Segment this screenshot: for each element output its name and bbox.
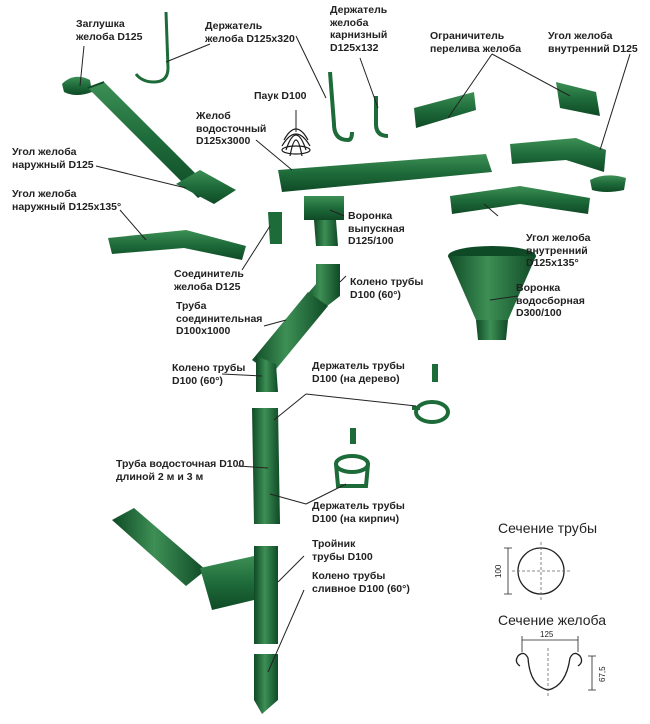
label-hanger-fascia: Держатель желоба карнизный D125x132	[330, 4, 388, 54]
product-end-cap	[62, 76, 92, 95]
gutter-width-dim: 125	[540, 630, 554, 639]
label-outer-corner-90: Угол желоба наружный D125	[12, 146, 94, 171]
label-connector: Соединитель желоба D125	[174, 268, 244, 293]
pipe-section-dim: 100	[494, 564, 503, 578]
product-outer-corner-135	[108, 230, 246, 260]
label-hanger-long: Держатель желоба D125x320	[205, 20, 295, 45]
product-drain-elbow	[254, 654, 278, 714]
product-inner-corner-135	[450, 186, 590, 214]
product-downpipe	[252, 408, 280, 524]
product-gutter-main	[278, 154, 492, 192]
product-connector	[268, 212, 282, 244]
product-tee	[200, 546, 278, 644]
gutter-height-dim: 67,5	[598, 666, 607, 682]
product-inner-corner-right	[510, 138, 606, 172]
label-elbow-mid: Колено трубы D100 (60°)	[172, 362, 246, 387]
product-wood-holder	[412, 364, 450, 424]
label-end-cap: Заглушка желоба D125	[76, 18, 143, 43]
label-overflow-stop: Ограничитель перелива желоба	[430, 30, 522, 55]
product-side-pipe	[112, 508, 206, 586]
product-gutter-diagonal	[87, 81, 212, 198]
product-hanger-long	[134, 11, 170, 84]
label-inner-corner-90: Угол желоба внутренний D125	[548, 30, 638, 55]
product-hanger-fascia-2	[374, 96, 389, 138]
product-brick-holder	[334, 428, 370, 488]
product-end-cap-right	[590, 175, 626, 192]
label-outlet: Воронка выпускная D125/100	[348, 210, 405, 247]
label-gutter: Желоб водосточный D125x3000	[196, 110, 267, 147]
label-outer-corner-135: Угол желоба наружный D125x135°	[12, 188, 122, 213]
label-brick-holder: Держатель трубы D100 (на кирпич)	[312, 500, 405, 525]
product-overflow-stop	[414, 92, 476, 128]
product-elbow-mid	[256, 356, 278, 392]
pipe-section-drawing	[504, 542, 570, 600]
leader-lines	[79, 35, 631, 673]
label-inner-corner-135: Угол желоба внутренний D125x135°	[526, 232, 591, 269]
label-tee: Тройник трубы D100	[312, 538, 373, 563]
product-hanger-fascia-1	[328, 71, 354, 143]
product-outlet	[304, 196, 344, 246]
label-wood-holder: Держатель трубы D100 (на дерево)	[312, 360, 405, 385]
label-funnel: Воронка водосборная D300/100	[516, 282, 585, 319]
label-downpipe: Труба водосточная D100 длиной 2 м и 3 м	[116, 458, 245, 483]
product-inner-corner-90	[556, 82, 600, 116]
gutter-section-drawing	[515, 636, 596, 696]
product-spider	[281, 128, 311, 157]
gutter-section-title: Сечение желоба	[498, 612, 607, 628]
product-outer-corner-90	[176, 170, 236, 204]
label-spider: Паук D100	[254, 90, 307, 102]
label-elbow-top: Колено трубы D100 (60°)	[350, 276, 424, 301]
product-funnel	[448, 246, 536, 340]
pipe-section-title: Сечение трубы	[498, 520, 598, 536]
product-connecting-pipe	[252, 292, 328, 374]
label-drain-elbow: Колено трубы сливное D100 (60°)	[312, 570, 410, 595]
label-connecting-pipe: Труба соединительная D100x1000	[176, 300, 263, 337]
